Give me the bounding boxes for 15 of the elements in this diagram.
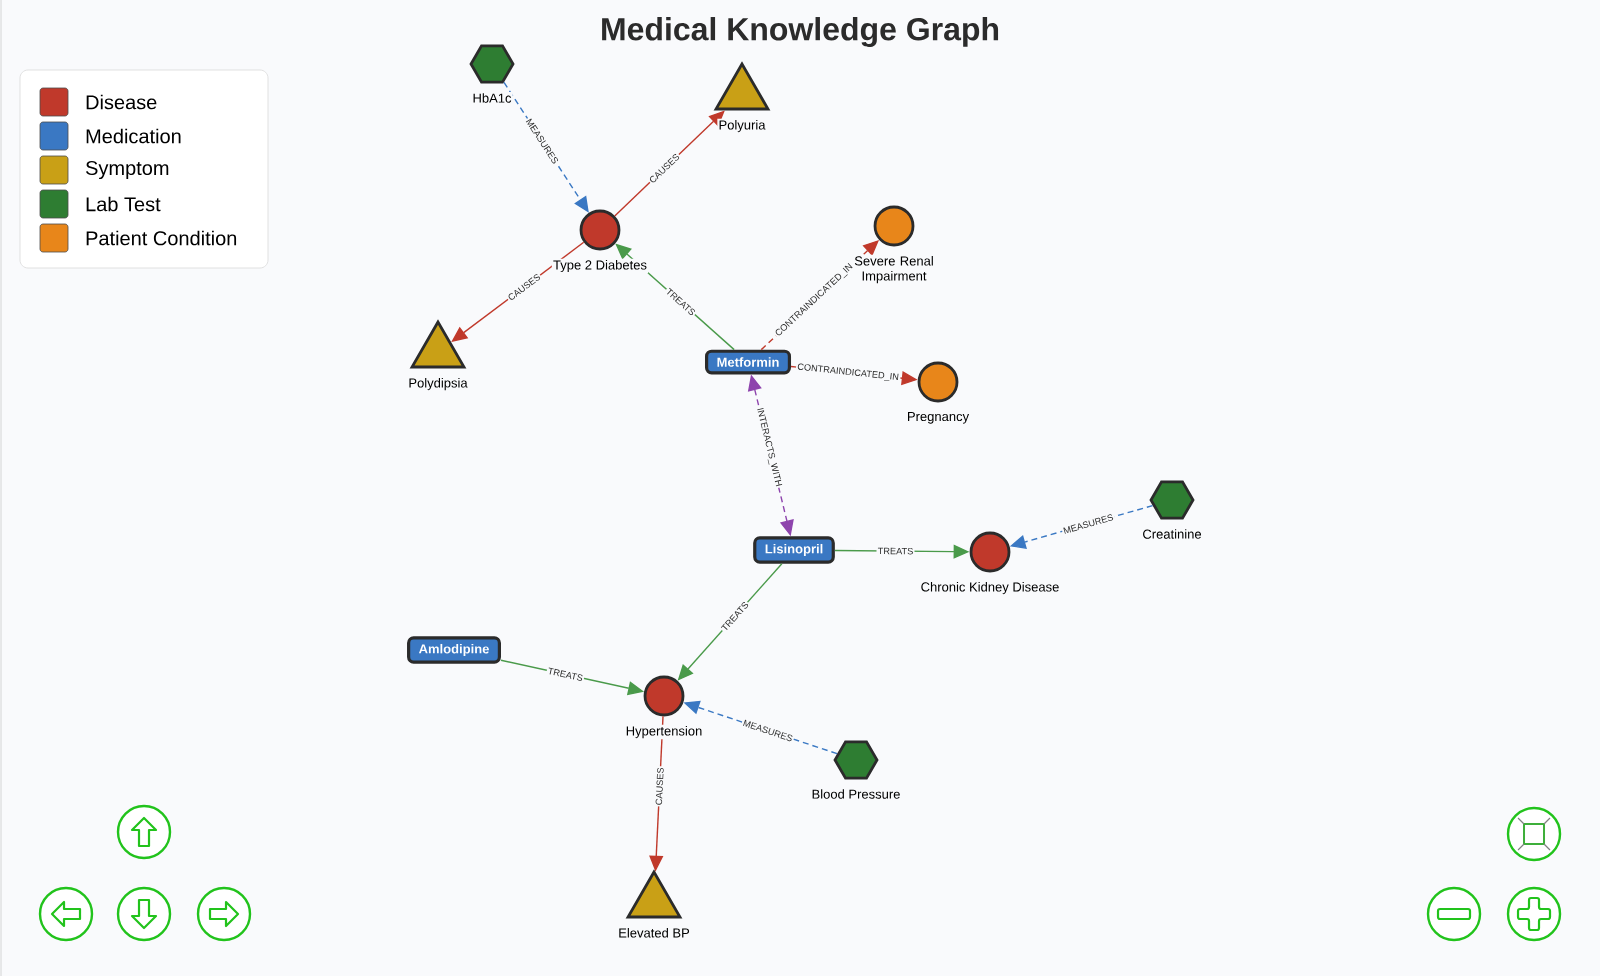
arrow — [614, 110, 725, 217]
lab-test-hexagon — [833, 740, 879, 780]
lab-test-hexagon — [469, 44, 515, 84]
title: Medical Knowledge Graph — [602, 17, 999, 47]
condition-circle — [643, 675, 685, 717]
legend-label: Disease — [86, 94, 157, 110]
condition-circle — [969, 531, 1011, 573]
condition-circle — [579, 209, 621, 251]
condition-circle — [917, 361, 959, 403]
legend-label: Symptom — [86, 160, 169, 180]
legend-label: Lab Test — [86, 196, 161, 212]
condition-circle — [873, 205, 915, 247]
legend-label: Medication — [86, 128, 181, 144]
lab-test-hexagon — [1149, 480, 1195, 520]
legend-label: Patient Condition — [86, 230, 237, 246]
